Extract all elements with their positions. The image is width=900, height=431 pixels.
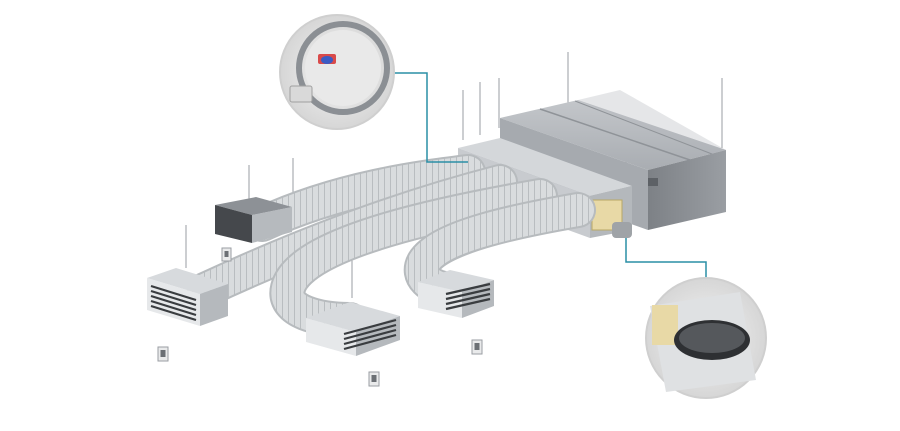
damper-actuator-knob	[321, 56, 333, 64]
plenum-outlet	[612, 222, 632, 238]
indoor-unit	[500, 90, 726, 230]
wall-control-2	[157, 346, 169, 362]
outlet-damper-panel	[652, 305, 678, 345]
wall-controls	[157, 247, 483, 387]
supply-grille-right	[418, 270, 494, 318]
wall-control-4	[471, 339, 483, 355]
wall-control-1	[221, 247, 232, 262]
damper-detail-callout	[279, 14, 395, 130]
grille-box-rear	[215, 197, 292, 243]
outlet-detail-callout	[645, 277, 767, 399]
supply-grille-left	[147, 268, 228, 326]
supply-grille-middle	[306, 302, 400, 356]
wall-control-3	[368, 371, 380, 387]
damper-motor	[289, 85, 313, 103]
flexible-ducts	[187, 154, 596, 338]
unit-port	[648, 178, 658, 186]
